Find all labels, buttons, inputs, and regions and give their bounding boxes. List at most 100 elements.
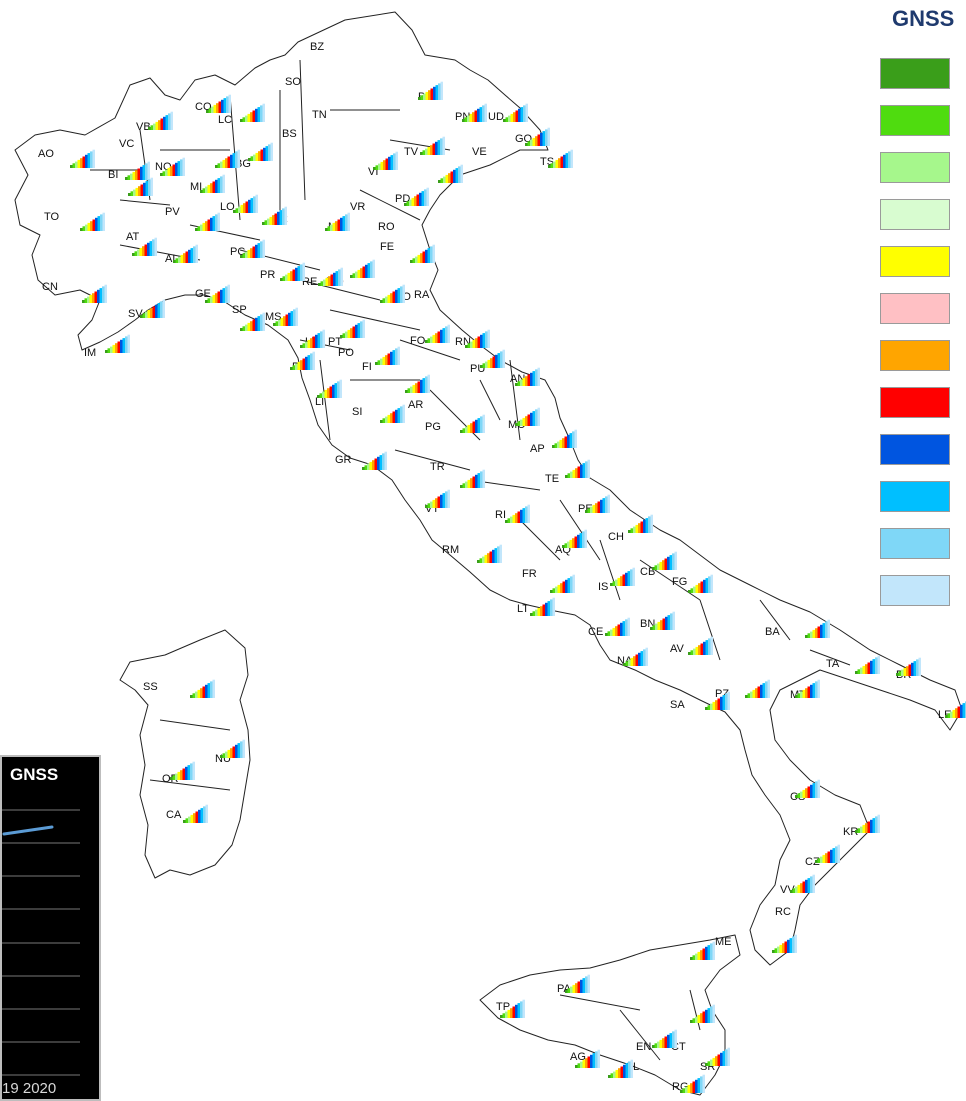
chart-icon-bar bbox=[697, 951, 700, 960]
chart-icon-bar bbox=[162, 299, 165, 318]
chart-icon-bar bbox=[384, 451, 387, 470]
chart-icon-bar bbox=[467, 115, 470, 122]
chart-icon-bar bbox=[537, 134, 540, 146]
chart-icon-bar bbox=[235, 744, 238, 758]
chart-icon-bar bbox=[705, 1063, 708, 1066]
chart-icon-bar bbox=[565, 153, 568, 168]
chart-icon-bar bbox=[896, 673, 899, 676]
chart-icon-bar bbox=[217, 291, 220, 303]
province-chart-icon bbox=[183, 804, 208, 823]
chart-icon-bar bbox=[790, 890, 793, 893]
chart-icon-bar bbox=[222, 288, 225, 303]
chart-icon-bar bbox=[190, 248, 193, 263]
chart-icon-bar bbox=[407, 388, 410, 393]
chart-icon-bar bbox=[427, 338, 430, 343]
chart-icon-bar bbox=[867, 821, 870, 833]
chart-icon-bar bbox=[427, 146, 430, 155]
chart-icon-bar bbox=[774, 948, 777, 953]
chart-icon-bar bbox=[705, 946, 708, 960]
chart-icon-bar bbox=[433, 86, 436, 100]
chart-icon-bar bbox=[479, 558, 482, 563]
chart-icon-bar bbox=[397, 346, 400, 365]
chart-icon-bar bbox=[128, 193, 131, 196]
chart-icon-bar bbox=[570, 471, 573, 478]
province-chart-icon bbox=[420, 136, 445, 155]
chart-icon-bar bbox=[82, 156, 85, 168]
chart-icon-bar bbox=[575, 1065, 578, 1068]
chart-icon-bar bbox=[80, 228, 83, 231]
chart-icon-bar bbox=[708, 638, 711, 655]
chart-icon-bar bbox=[550, 163, 553, 168]
legend-swatch bbox=[880, 293, 950, 324]
chart-icon-bar bbox=[310, 338, 313, 348]
chart-icon-bar bbox=[916, 659, 919, 676]
province-label-ce: CE bbox=[588, 626, 603, 638]
chart-icon-bar bbox=[80, 158, 83, 168]
chart-icon-bar bbox=[85, 154, 88, 168]
legend-swatch bbox=[880, 199, 950, 230]
chart-icon-bar bbox=[669, 1033, 672, 1048]
chart-icon-bar bbox=[205, 804, 208, 823]
chart-icon-bar bbox=[370, 261, 373, 278]
chart-icon-bar bbox=[320, 331, 323, 348]
province-label-ao: AO bbox=[38, 148, 54, 160]
chart-icon-bar bbox=[662, 1038, 665, 1048]
chart-icon-bar bbox=[282, 208, 285, 225]
chart-icon-bar bbox=[475, 338, 478, 348]
chart-icon-bar bbox=[242, 253, 245, 258]
chart-icon-bar bbox=[385, 416, 388, 423]
chart-icon-bar bbox=[784, 941, 787, 953]
province-chart-icon bbox=[575, 1049, 600, 1068]
chart-icon-bar bbox=[465, 345, 468, 348]
chart-icon-bar bbox=[643, 649, 646, 666]
chart-icon-bar bbox=[635, 654, 638, 666]
province-chart-icon bbox=[745, 679, 770, 698]
chart-icon-bar bbox=[102, 212, 105, 231]
chart-icon-bar bbox=[268, 144, 271, 161]
province-chart-icon bbox=[340, 319, 365, 338]
chart-icon-bar bbox=[640, 651, 643, 666]
chart-icon-bar bbox=[127, 175, 130, 180]
chart-icon-bar bbox=[70, 165, 73, 168]
province-chart-icon bbox=[418, 81, 443, 100]
province-label-ge: GE bbox=[195, 288, 211, 300]
chart-icon-bar bbox=[432, 334, 435, 343]
chart-icon-bar bbox=[432, 499, 435, 508]
chart-icon-bar bbox=[250, 198, 253, 213]
chart-icon-bar bbox=[242, 326, 245, 331]
chart-icon-bar bbox=[760, 684, 763, 698]
chart-icon-bar bbox=[520, 1001, 523, 1018]
chart-icon-bar bbox=[802, 689, 805, 698]
chart-icon-bar bbox=[215, 214, 218, 231]
chart-icon-bar bbox=[420, 379, 423, 393]
chart-icon-bar bbox=[485, 331, 488, 348]
chart-icon-bar bbox=[92, 149, 95, 168]
chart-icon-bar bbox=[703, 641, 706, 655]
chart-icon-bar bbox=[682, 1088, 685, 1093]
chart-icon-bar bbox=[440, 329, 443, 343]
chart-icon-bar bbox=[140, 166, 143, 180]
chart-icon-bar bbox=[707, 705, 710, 710]
chart-icon-bar bbox=[480, 471, 483, 488]
chart-icon-bar bbox=[505, 1011, 508, 1018]
province-chart-icon bbox=[200, 174, 225, 193]
chart-icon-bar bbox=[497, 546, 500, 563]
chart-icon-bar bbox=[712, 701, 715, 710]
province-label-bi: BI bbox=[108, 169, 118, 181]
province-chart-icon bbox=[170, 761, 195, 780]
chart-icon-bar bbox=[382, 453, 385, 470]
province-chart-icon bbox=[628, 514, 653, 533]
chart-icon-bar bbox=[507, 1009, 510, 1018]
chart-icon-bar bbox=[467, 479, 470, 488]
chart-icon-bar bbox=[273, 323, 276, 326]
chart-icon-bar bbox=[715, 700, 718, 710]
chart-icon-bar bbox=[274, 213, 277, 225]
chart-icon-bar bbox=[230, 748, 233, 758]
province-label-sa: SA bbox=[670, 699, 685, 711]
province-chart-icon bbox=[132, 237, 157, 256]
chart-icon-bar bbox=[697, 1078, 700, 1093]
chart-icon-bar bbox=[385, 158, 388, 170]
chart-icon-bar bbox=[425, 376, 428, 393]
chart-icon-bar bbox=[695, 584, 698, 593]
chart-icon-bar bbox=[350, 275, 353, 278]
